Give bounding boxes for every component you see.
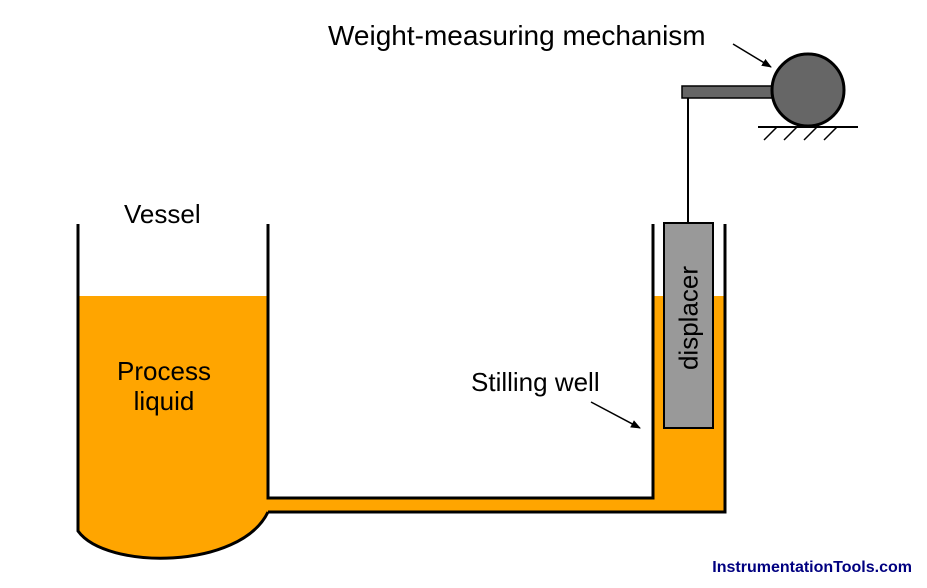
vessel-label: Vessel xyxy=(124,199,201,229)
pipe-bottom-wall xyxy=(268,224,727,514)
watermark: InstrumentationTools.com xyxy=(712,559,912,576)
stilling-well-leader-arrow xyxy=(590,401,641,429)
process-liquid-label-line2: liquid xyxy=(134,386,195,416)
torque-arm xyxy=(681,85,777,99)
weight-mechanism xyxy=(770,52,846,128)
mechanism-label: Weight-measuring mechanism xyxy=(328,20,706,51)
mechanism-leader-arrow xyxy=(732,43,772,68)
displacer-body xyxy=(663,222,714,429)
stilling-well-label: Stilling well xyxy=(471,367,600,397)
ground-hatch xyxy=(763,126,838,141)
process-liquid-label-line1: Process xyxy=(117,356,211,386)
pipe-liquid xyxy=(268,498,725,512)
vessel-right-wall xyxy=(266,224,655,500)
displacer-label: displacer xyxy=(674,266,704,370)
vessel-outline xyxy=(76,224,270,560)
vessel-liquid xyxy=(78,296,268,559)
